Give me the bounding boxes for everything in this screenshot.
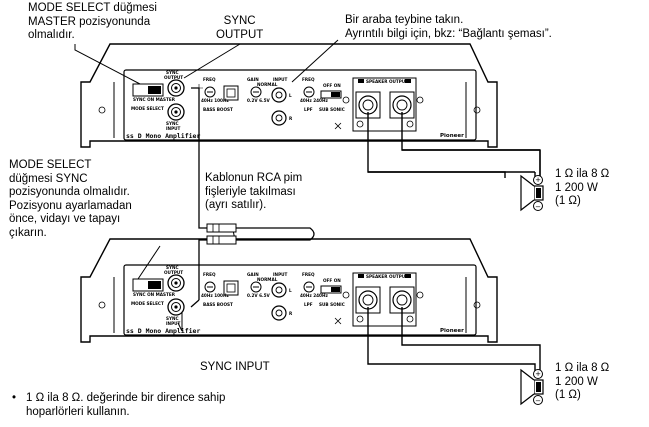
gain-tag: GAIN [247, 77, 259, 82]
speaker-wire-bottom-plus [367, 307, 536, 372]
amplifier-top-labels: SYNC OUTPUT SYNC INPUT SYNC ON MASTER MO… [126, 70, 464, 140]
sync-output-tag: SYNC [166, 265, 179, 270]
speaker-wire-bottom-minus [401, 307, 541, 372]
lpf-range-tag: 40Hz 240Hz [300, 293, 328, 298]
freq-range-tag: 40Hz 100Hz [201, 293, 229, 298]
rca-plug-2 [206, 235, 237, 245]
bass-boost-tag: BASS BOOST [203, 302, 233, 307]
sync-input-tag-2: INPUT [166, 126, 181, 131]
callout-speaker-bottom: 1 Ω ila 8 Ω 1 200 W (1 Ω) [555, 362, 610, 401]
input-l-tag: L [289, 93, 292, 98]
input-tag: INPUT [273, 77, 288, 82]
amplifier-bottom-labels: SYNC OUTPUT SYNC INPUT SYNC ON MASTER MO… [126, 265, 464, 335]
callout-rca-cable: Kablonun RCA pim fişleriyle takılması (a… [205, 172, 303, 211]
model-name: ss D Mono Amplifier [126, 327, 200, 335]
bass-boost-tag: BASS BOOST [203, 107, 233, 112]
mode-positions-tag: SYNC ON MASTER [133, 97, 176, 102]
gain-range-tag: 0.2V 6.5V [247, 293, 271, 298]
sync-input-tag-2: INPUT [166, 321, 181, 326]
freq-range-tag: 40Hz 100Hz [201, 98, 229, 103]
svg-text:−: − [535, 397, 541, 405]
sub-sonic-tag: SUB SONIC [319, 107, 345, 112]
gain-level-tag: NORMAL [257, 82, 278, 87]
leader-mode-select-sync [137, 245, 161, 280]
sub-sonic-range-tag: OFF ON [323, 83, 341, 88]
speaker-top: + − [520, 174, 544, 212]
callout-speaker-top: 1 Ω ila 8 Ω 1 200 W (1 Ω) [555, 168, 610, 207]
sub-sonic-tag: SUB SONIC [319, 302, 345, 307]
callout-mode-select-sync: MODE SELECT düğmesi SYNC pozisyonunda ol… [9, 159, 132, 239]
gain-tag: GAIN [247, 272, 259, 277]
lpf-tag: LPF [304, 107, 313, 112]
sync-input-tag: SYNC [166, 121, 179, 126]
sync-output-tag: SYNC [166, 70, 179, 75]
svg-text:+: + [535, 176, 541, 184]
brand-logo: Pioneer [440, 328, 464, 334]
rca-cable-loop [236, 227, 315, 241]
input-r-tag: R [289, 311, 293, 316]
leader-mode-select-master [74, 44, 141, 85]
freq-tag: FREQ [203, 272, 216, 277]
mode-select-tag: MODE SELECT [131, 106, 164, 111]
callout-sync-output: SYNC OUTPUT [216, 15, 264, 41]
bullet-icon: • [12, 392, 17, 404]
speaker-bottom: + − [520, 368, 544, 406]
gain-level-tag: NORMAL [257, 277, 278, 282]
svg-text:+: + [535, 370, 541, 378]
input-r-tag: R [289, 116, 293, 121]
mode-select-tag: MODE SELECT [131, 301, 164, 306]
model-name: ss D Mono Amplifier [126, 132, 200, 140]
callout-mode-select-master: MODE SELECT düğmesi MASTER pozisyonunda … [28, 2, 157, 41]
brand-logo: Pioneer [440, 133, 464, 139]
sync-input-tag: SYNC [166, 316, 179, 321]
lpf-range-tag: 40Hz 240Hz [300, 98, 328, 103]
sync-output-tag-2: OUTPUT [164, 270, 183, 275]
input-l-tag: L [289, 288, 292, 293]
callout-sync-input: SYNC INPUT [200, 361, 270, 373]
leader-sync-input [177, 312, 183, 332]
note-bullet: • 1 Ω ila 8 Ω. değerinde bir dirence sah… [12, 392, 226, 418]
leader-sync-output [183, 43, 241, 79]
sync-output-tag-2: OUTPUT [164, 75, 183, 80]
mode-positions-tag: SYNC ON MASTER [133, 292, 176, 297]
sync-cable-lower [198, 239, 207, 300]
speaker-output-tag: SPEAKER OUTPUT [366, 274, 408, 279]
callout-car-stereo: Bir araba teybine takın. Ayrıntılı bilgi… [345, 14, 552, 40]
gain-range-tag: 0.2V 6.5V [247, 98, 271, 103]
svg-text:−: − [535, 203, 541, 211]
speaker-output-tag: SPEAKER OUTPUT [366, 79, 408, 84]
lpf-tag: LPF [304, 302, 313, 307]
freq-tag-2: FREQ [302, 272, 315, 277]
freq-tag-2: FREQ [302, 77, 315, 82]
freq-tag: FREQ [203, 77, 216, 82]
rca-plug-1 [206, 223, 237, 233]
leader-car-stereo [291, 39, 339, 83]
sub-sonic-range-tag: OFF ON [323, 278, 341, 283]
input-tag: INPUT [273, 272, 288, 277]
